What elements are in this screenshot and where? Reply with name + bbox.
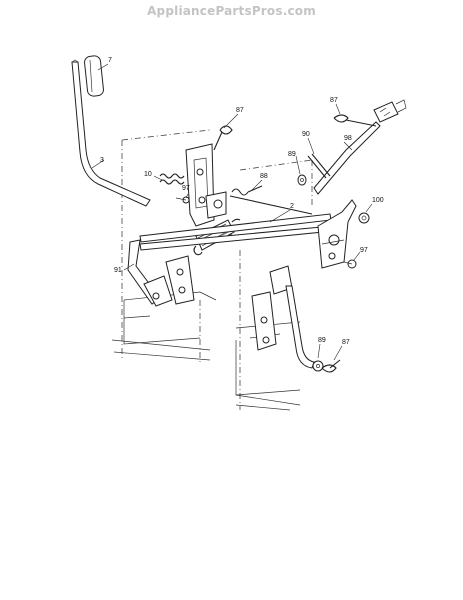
callouts: 7 3 10 97 87 88 2 91 87 90 98 89 100 97 … bbox=[100, 57, 384, 346]
callout-97-lower: 97 bbox=[360, 247, 368, 254]
callout-3: 3 bbox=[100, 157, 104, 164]
watermark-text: AppliancePartsPros.com bbox=[147, 4, 316, 18]
callout-87-top: 87 bbox=[236, 107, 244, 114]
clevis-pin-87-lower bbox=[321, 359, 341, 373]
callout-98: 98 bbox=[344, 135, 352, 142]
clevis-pin-87-right bbox=[333, 114, 377, 127]
callout-91: 91 bbox=[114, 267, 122, 274]
washer-89-lower bbox=[312, 360, 324, 372]
bolt-97-upper bbox=[175, 196, 190, 204]
callout-97-upper: 97 bbox=[182, 185, 190, 192]
link-spring-88 bbox=[231, 185, 263, 196]
callout-87-right: 87 bbox=[330, 97, 338, 104]
leader-lines bbox=[91, 63, 373, 361]
center-bracket bbox=[185, 143, 227, 227]
callout-10: 10 bbox=[144, 171, 152, 178]
left-lower-lever bbox=[127, 239, 195, 307]
callout-87-lower: 87 bbox=[342, 339, 350, 346]
small-spring bbox=[159, 173, 185, 185]
callout-7: 7 bbox=[108, 57, 112, 64]
callout-88: 88 bbox=[260, 173, 268, 180]
washer-89-upper bbox=[297, 174, 307, 186]
upper-right-rod bbox=[313, 99, 407, 195]
cotter-pin-90 bbox=[307, 153, 331, 179]
nut-100 bbox=[358, 212, 370, 224]
right-bracket bbox=[317, 199, 357, 269]
lift-lever-rod bbox=[71, 59, 151, 207]
callout-2: 2 bbox=[290, 203, 294, 210]
callout-89-upper: 89 bbox=[288, 151, 296, 158]
handle-grip bbox=[84, 55, 104, 97]
clevis-pin-87-top bbox=[213, 125, 233, 151]
callout-90: 90 bbox=[302, 131, 310, 138]
bolt-97-lower bbox=[343, 259, 357, 269]
right-lower-linkage bbox=[251, 265, 315, 369]
cross-shaft bbox=[139, 195, 334, 251]
callout-100: 100 bbox=[372, 197, 384, 204]
callout-89-lower: 89 bbox=[318, 337, 326, 344]
